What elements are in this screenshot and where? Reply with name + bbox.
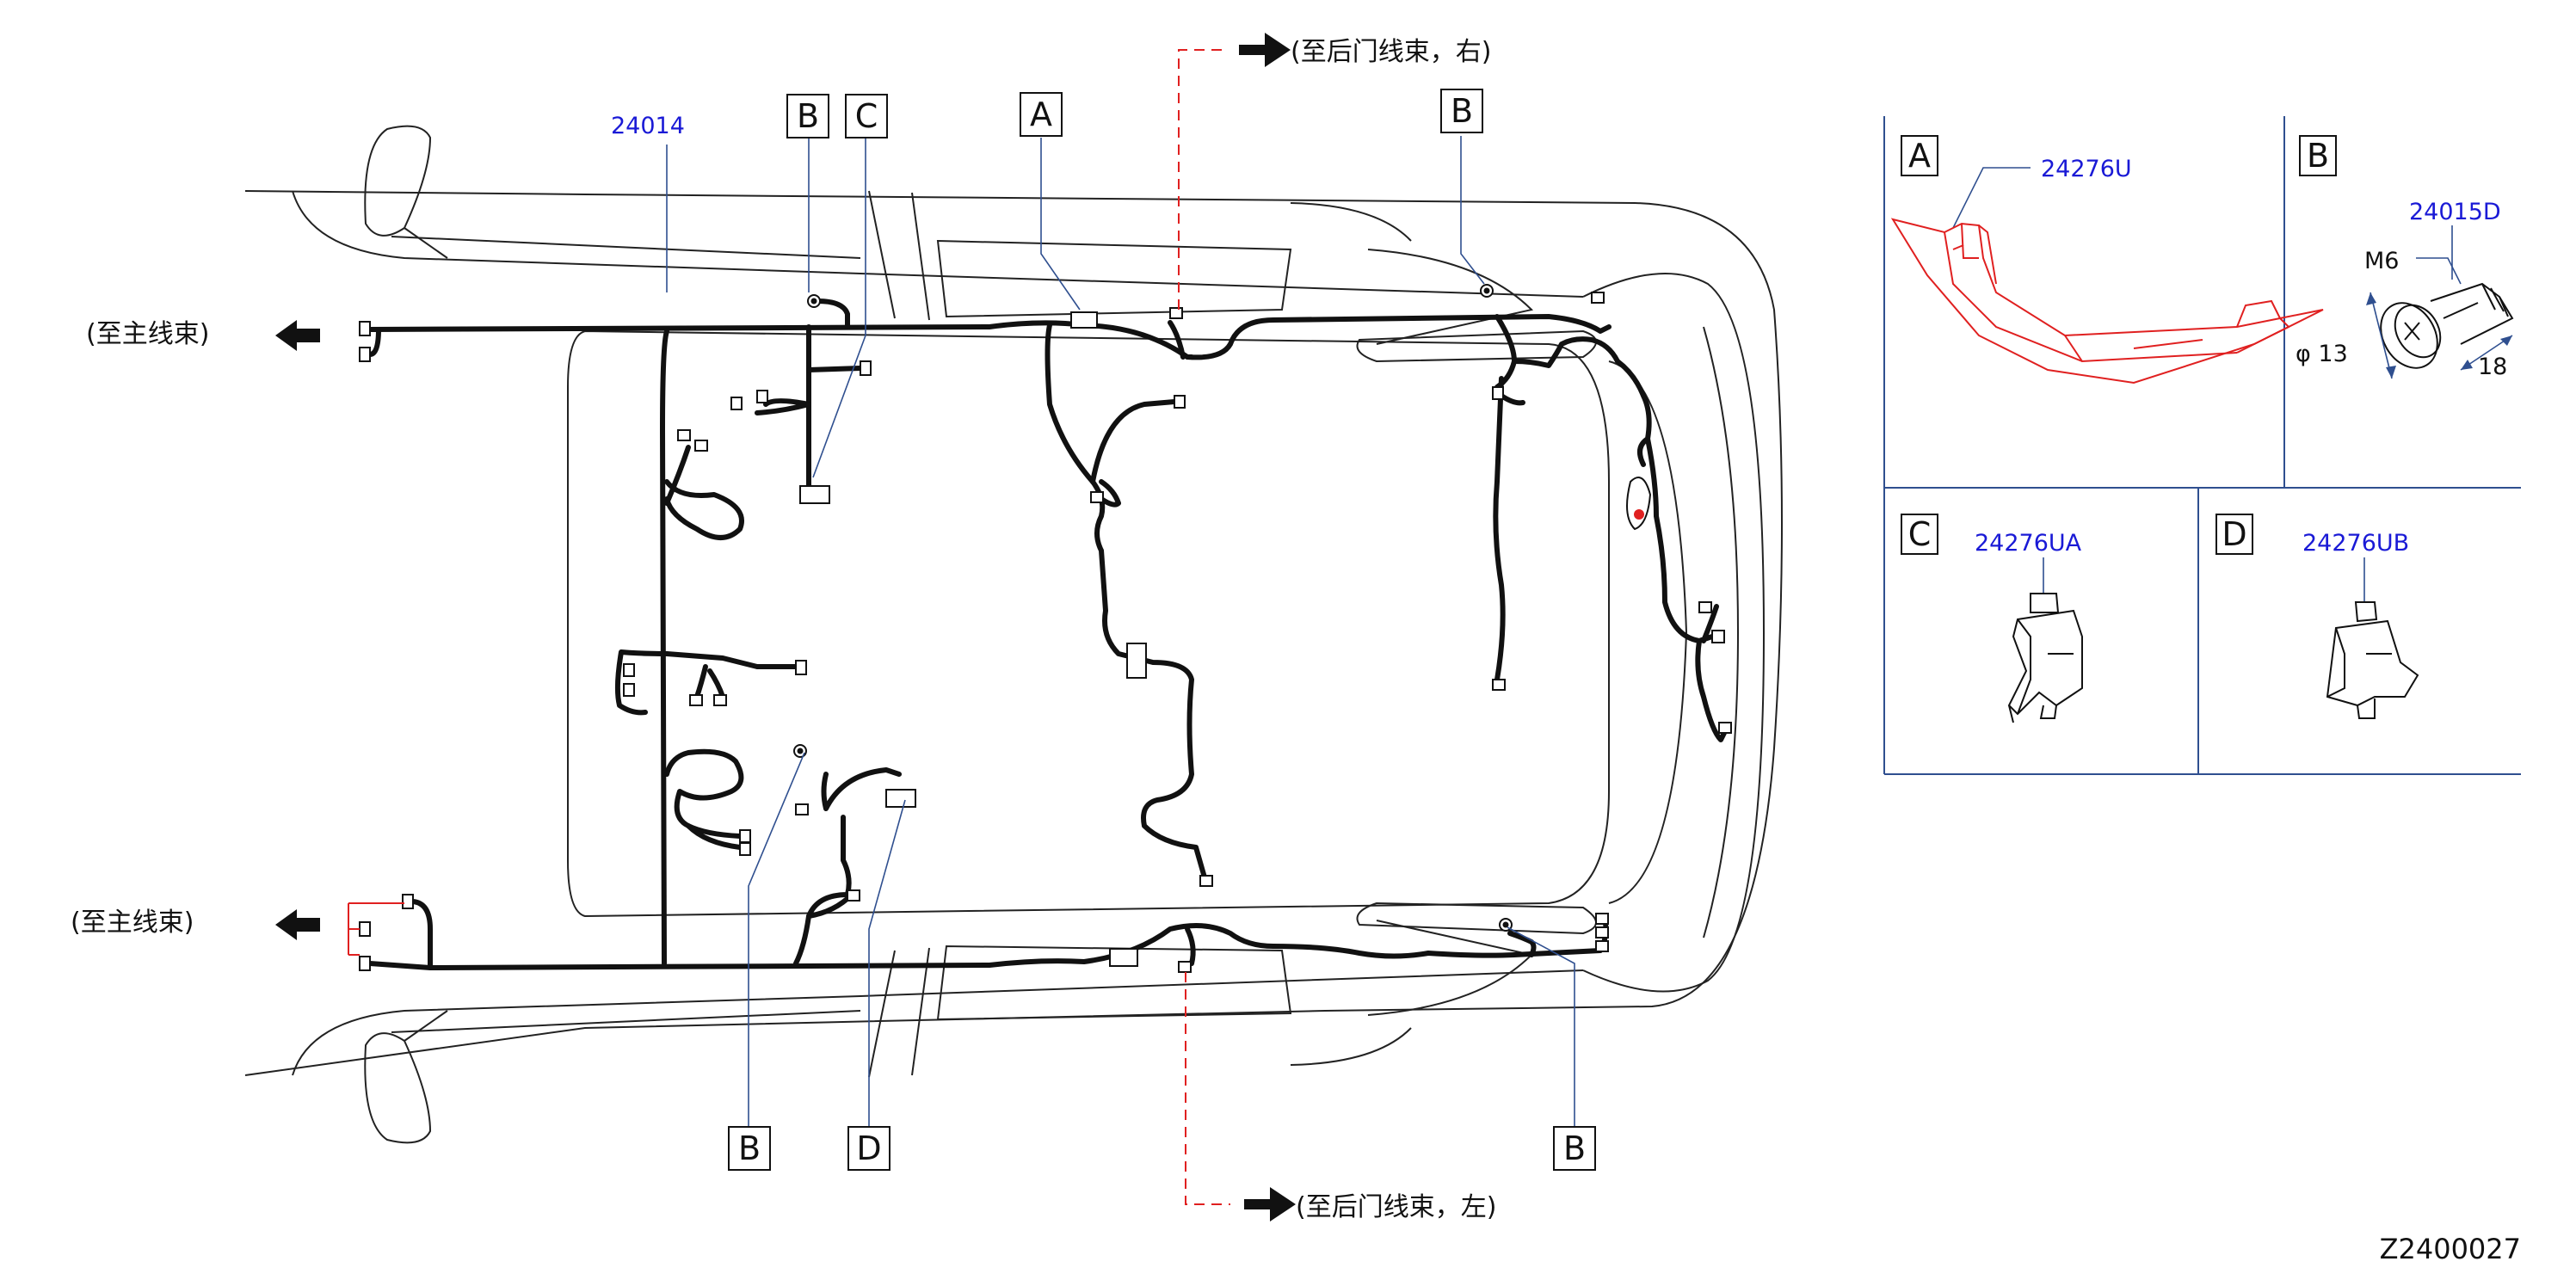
detail-panels-frame — [1883, 116, 2521, 775]
rear-door-routing — [1178, 49, 1230, 1205]
label-to-main-harness-bottom: (至主线束) — [71, 908, 194, 938]
part-number-detail-b: 24015D — [2409, 199, 2501, 225]
svg-text:B: B — [1563, 1129, 1586, 1167]
main-harness-red-bracket — [348, 902, 404, 956]
thread-size: M6 — [2364, 248, 2399, 274]
svg-text:D: D — [856, 1129, 881, 1167]
wire-harness — [367, 298, 1728, 970]
callout-b-bottom-right: B — [1553, 1126, 1596, 1171]
to-rear-door-left: (至后门线束，左) — [1244, 1187, 1496, 1222]
callout-c-top: C — [845, 94, 888, 138]
svg-text:A: A — [1030, 95, 1052, 133]
clip-24276ub-drawing — [2326, 601, 2419, 719]
to-main-harness-bottom: (至主线束) — [71, 908, 320, 940]
callout-b-top-left: B — [786, 94, 829, 138]
clip-24276ua-drawing — [2007, 593, 2083, 723]
to-rear-door-right: (至后门线束，右) — [1239, 33, 1491, 67]
svg-text:C: C — [1908, 515, 1932, 553]
leader-lines — [666, 136, 1575, 1127]
arrow-left-icon — [275, 909, 320, 940]
rear-clip-marker — [1626, 477, 1652, 531]
label-to-main-harness-top: (至主线束) — [86, 319, 209, 349]
detail-a: A 24276U — [1890, 135, 2324, 385]
bolt-24015d-drawing — [2380, 282, 2514, 369]
label-to-rear-door-left: (至后门线束，左) — [1296, 1192, 1496, 1222]
detail-c: C 24276UA — [1901, 514, 2083, 723]
detail-b: B 24015D M6 φ 13 18 — [2296, 135, 2514, 380]
detail-d: D 24276UB — [2215, 514, 2419, 719]
svg-text:C: C — [855, 97, 878, 135]
arrow-right-icon — [1244, 1187, 1296, 1222]
label-to-rear-door-right: (至后门线束，右) — [1291, 37, 1491, 67]
part-number-detail-d: 24276UB — [2302, 530, 2409, 557]
diagram-code: Z2400027 — [2380, 1233, 2521, 1265]
part-number-main-harness: 24014 — [611, 113, 685, 139]
bolt-markers — [793, 284, 1513, 932]
callout-a-top: A — [1020, 92, 1063, 137]
arrow-left-icon — [275, 320, 320, 351]
car-body-outline — [244, 125, 1783, 1144]
svg-text:B: B — [2307, 137, 2329, 175]
to-main-harness-top: (至主线束) — [86, 319, 320, 351]
svg-text:B: B — [738, 1129, 761, 1167]
connector-boxes — [359, 292, 1732, 973]
svg-text:D: D — [2222, 515, 2246, 553]
svg-text:B: B — [1451, 92, 1473, 130]
svg-text:A: A — [1908, 137, 1931, 175]
callout-b-bottom-left: B — [728, 1126, 771, 1171]
part-number-detail-c: 24276UA — [1975, 530, 2082, 557]
length-dimension: 18 — [2478, 354, 2507, 380]
bracket-24276u-drawing — [1890, 218, 2324, 385]
svg-text:B: B — [797, 97, 819, 135]
callout-d-bottom: D — [847, 1126, 891, 1171]
diameter-dimension: φ 13 — [2296, 341, 2348, 367]
part-number-detail-a: 24276U — [2041, 156, 2132, 182]
callout-b-top-right: B — [1440, 89, 1483, 133]
arrow-right-icon — [1239, 33, 1291, 67]
